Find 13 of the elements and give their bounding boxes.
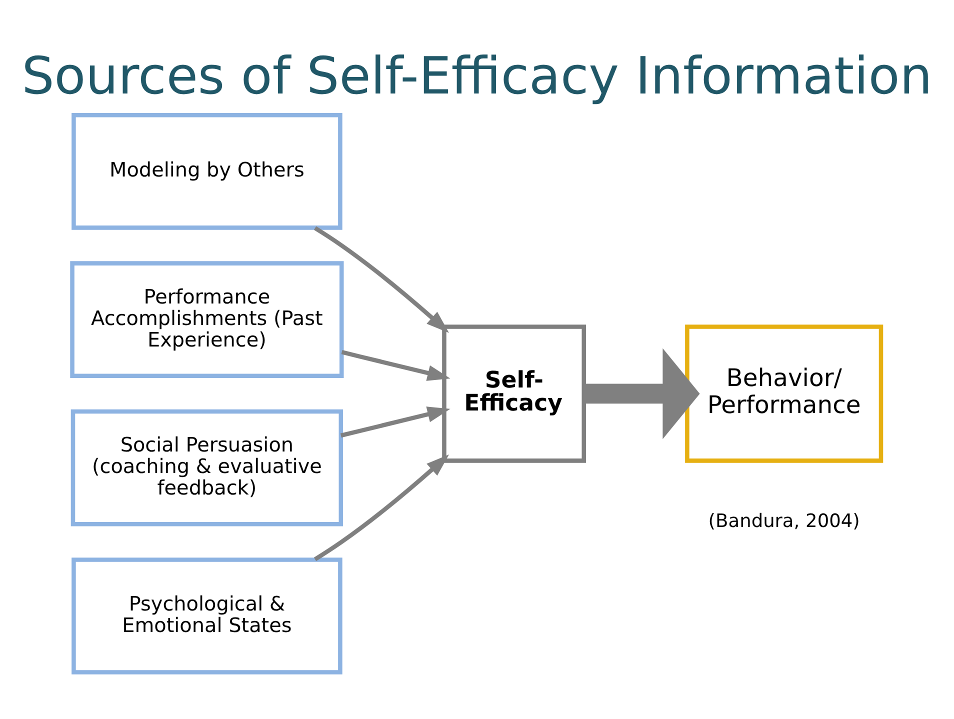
node-box: Performance Accomplishments (Past Experience) <box>70 261 344 378</box>
arrow <box>584 348 700 440</box>
arrow <box>314 226 449 333</box>
node-box: Behavior/ Performance <box>685 324 884 463</box>
node-box: Self- Efficacy <box>442 324 586 463</box>
node-box: Social Persuasion (coaching & evaluative feedback) <box>70 409 344 526</box>
diagram-title: Sources of Self-Efficacy Information <box>22 46 932 106</box>
node-box: Modeling by Others <box>72 112 342 230</box>
node-box: Psychological & Emotional States <box>72 558 342 674</box>
label: (Bandura, 2004) <box>708 510 860 532</box>
arrow <box>340 406 450 438</box>
arrow <box>341 350 450 381</box>
arrow <box>314 454 449 562</box>
